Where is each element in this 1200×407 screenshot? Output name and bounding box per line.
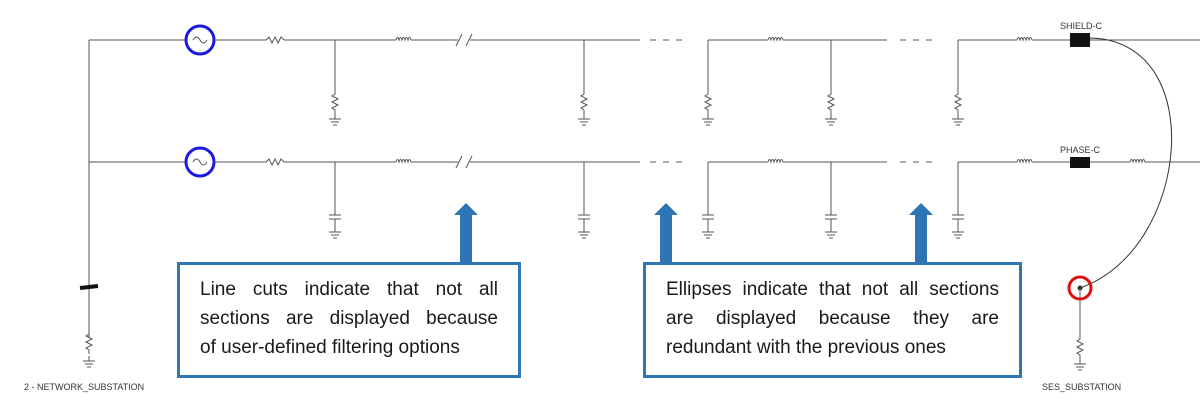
ellipses-text-1: Ellipses indicate that not all sections <box>666 279 999 300</box>
ellipses-text-2: are displayed because they are <box>666 308 999 329</box>
phase-conductor <box>1070 157 1090 168</box>
shield-label: SHIELD-C <box>1060 21 1103 31</box>
ses-station-label: SES_SUBSTATION <box>1042 382 1121 392</box>
shield-connection <box>1079 37 1173 289</box>
line-cut-mark <box>455 33 463 47</box>
line-cuts-callout: Line cuts indicate that not all sections… <box>177 262 521 378</box>
top-line <box>89 24 1200 126</box>
bottom-line <box>89 146 1200 239</box>
phase-label: PHASE-C <box>1060 145 1101 155</box>
arrow-ellipses-1 <box>654 203 678 262</box>
switch-bar <box>79 284 99 290</box>
line-cuts-text-3: of user-defined filtering options <box>200 337 460 358</box>
ellipses-text-3: redundant with the previous ones <box>666 337 946 358</box>
arrow-ellipses-2 <box>909 203 933 262</box>
line-cuts-text-2: sections are displayed because <box>200 308 498 329</box>
ellipses-callout: Ellipses indicate that not all sections … <box>643 262 1022 378</box>
line-cuts-text-1: Line cuts indicate that not all <box>200 279 498 300</box>
shield-conductor <box>1070 33 1090 47</box>
arrow-line-cuts <box>454 203 478 262</box>
source-station-label: 2 - NETWORK_SUBSTATION <box>24 382 144 392</box>
